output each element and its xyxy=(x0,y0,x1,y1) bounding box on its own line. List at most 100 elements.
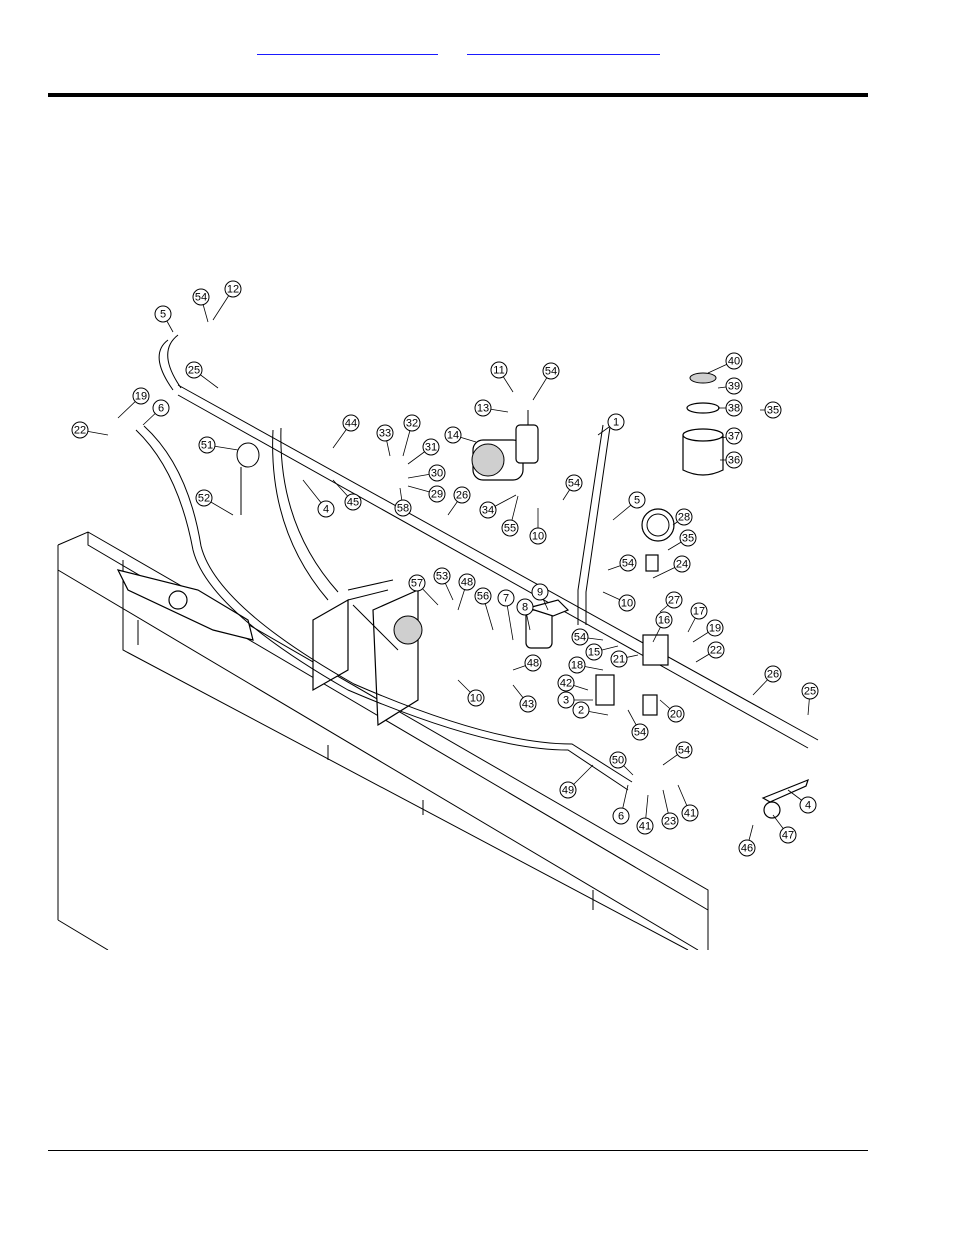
callout-number: 26 xyxy=(456,490,468,502)
header-link-right[interactable] xyxy=(467,38,660,55)
callout-circle xyxy=(675,508,693,526)
callout-c39: 39 xyxy=(717,377,743,395)
callout-c54b: 54 xyxy=(532,362,560,401)
callout-c26b: 26 xyxy=(752,665,782,696)
callout-c8: 8 xyxy=(516,598,534,631)
callout-circle xyxy=(474,399,492,417)
callout-number: 6 xyxy=(158,403,164,415)
callout-number: 22 xyxy=(74,425,86,437)
callout-circle xyxy=(801,682,819,700)
callout-c12: 12 xyxy=(212,280,242,321)
callout-circle xyxy=(71,421,89,439)
callout-c31: 31 xyxy=(407,438,440,465)
callout-number: 49 xyxy=(562,785,574,797)
header-link-left[interactable] xyxy=(257,38,438,55)
callout-number: 27 xyxy=(668,595,680,607)
callout-c49: 49 xyxy=(559,764,594,799)
callout-c54f: 54 xyxy=(627,709,649,741)
wing-mount-bracket xyxy=(312,579,423,727)
callout-number: 41 xyxy=(639,821,651,833)
callout-circle xyxy=(779,826,797,844)
callout-number: 54 xyxy=(568,478,580,490)
callout-c50: 50 xyxy=(609,751,634,776)
callout-number: 26 xyxy=(767,669,779,681)
callout-circle xyxy=(725,451,743,469)
callout-number: 31 xyxy=(425,442,437,454)
callout-circle xyxy=(655,611,673,629)
callout-number: 10 xyxy=(470,693,482,705)
callout-number: 41 xyxy=(684,808,696,820)
callout-c26a: 26 xyxy=(447,486,471,516)
callout-circle xyxy=(675,741,693,759)
callout-number: 53 xyxy=(436,571,448,583)
callout-circle xyxy=(612,807,630,825)
callout-circle xyxy=(344,493,362,511)
callout-number: 42 xyxy=(560,678,572,690)
callout-circle xyxy=(132,387,150,405)
callout-circle xyxy=(519,695,537,713)
callout-number: 18 xyxy=(571,660,583,672)
callout-circle xyxy=(725,399,743,417)
callout-c28: 28 xyxy=(672,508,693,526)
callout-circle xyxy=(799,796,817,814)
callout-number: 37 xyxy=(728,431,740,443)
callout-c54g: 54 xyxy=(662,741,693,766)
callout-number: 45 xyxy=(347,497,359,509)
callout-circle xyxy=(572,701,590,719)
callout-c41a: 41 xyxy=(636,794,654,835)
callout-c10c: 10 xyxy=(457,679,485,707)
callout-number: 16 xyxy=(658,615,670,627)
callout-number: 3 xyxy=(563,695,569,707)
callout-c22b: 22 xyxy=(695,641,725,663)
callout-number: 29 xyxy=(431,489,443,501)
callout-circle xyxy=(501,519,519,537)
callout-c36: 36 xyxy=(720,451,743,469)
callout-number: 43 xyxy=(522,699,534,711)
callout-number: 44 xyxy=(345,418,357,430)
callout-c40: 40 xyxy=(707,352,743,374)
callout-circle xyxy=(433,567,451,585)
callout-c18: 18 xyxy=(568,656,604,674)
callout-number: 35 xyxy=(767,405,779,417)
callout-circle xyxy=(516,598,534,616)
callout-c7: 7 xyxy=(497,589,515,641)
callout-number: 33 xyxy=(379,428,391,440)
callout-number: 10 xyxy=(621,598,633,610)
callout-circle xyxy=(725,352,743,370)
callout-number: 13 xyxy=(477,403,489,415)
callout-c29: 29 xyxy=(407,485,446,503)
callout-c4a: 4 xyxy=(302,479,335,518)
callout-number: 5 xyxy=(160,309,166,321)
pressure-gauge xyxy=(641,508,675,572)
callout-c24: 24 xyxy=(652,555,691,579)
parts-diagram: 1234455667891010101112131415161718191920… xyxy=(57,280,819,950)
callout-circle xyxy=(631,723,649,741)
callout-number: 30 xyxy=(431,468,443,480)
callout-c1: 1 xyxy=(597,413,625,436)
callout-circle xyxy=(376,424,394,442)
callout-c5b: 5 xyxy=(612,491,646,521)
callout-c54e: 54 xyxy=(571,628,604,646)
callout-number: 36 xyxy=(728,455,740,467)
callout-c51: 51 xyxy=(198,436,239,454)
callout-c41b: 41 xyxy=(677,784,699,822)
callout-number: 39 xyxy=(728,381,740,393)
callout-c34: 34 xyxy=(479,494,517,519)
callout-circle xyxy=(490,361,508,379)
callout-c16: 16 xyxy=(652,611,673,643)
callout-circle xyxy=(154,305,172,323)
callout-circle xyxy=(661,812,679,830)
callout-circle xyxy=(557,691,575,709)
callout-circle xyxy=(690,602,708,620)
callout-number: 23 xyxy=(664,816,676,828)
callout-number: 52 xyxy=(198,493,210,505)
callout-number: 11 xyxy=(493,365,504,377)
callout-c55: 55 xyxy=(501,495,519,537)
callout-circle xyxy=(152,399,170,417)
callout-number: 48 xyxy=(461,577,473,589)
callout-c57: 57 xyxy=(408,574,439,606)
mounting-bracket xyxy=(761,778,809,819)
callout-circle xyxy=(585,643,603,661)
callout-c19b: 19 xyxy=(692,619,724,643)
callout-number: 57 xyxy=(411,578,423,590)
